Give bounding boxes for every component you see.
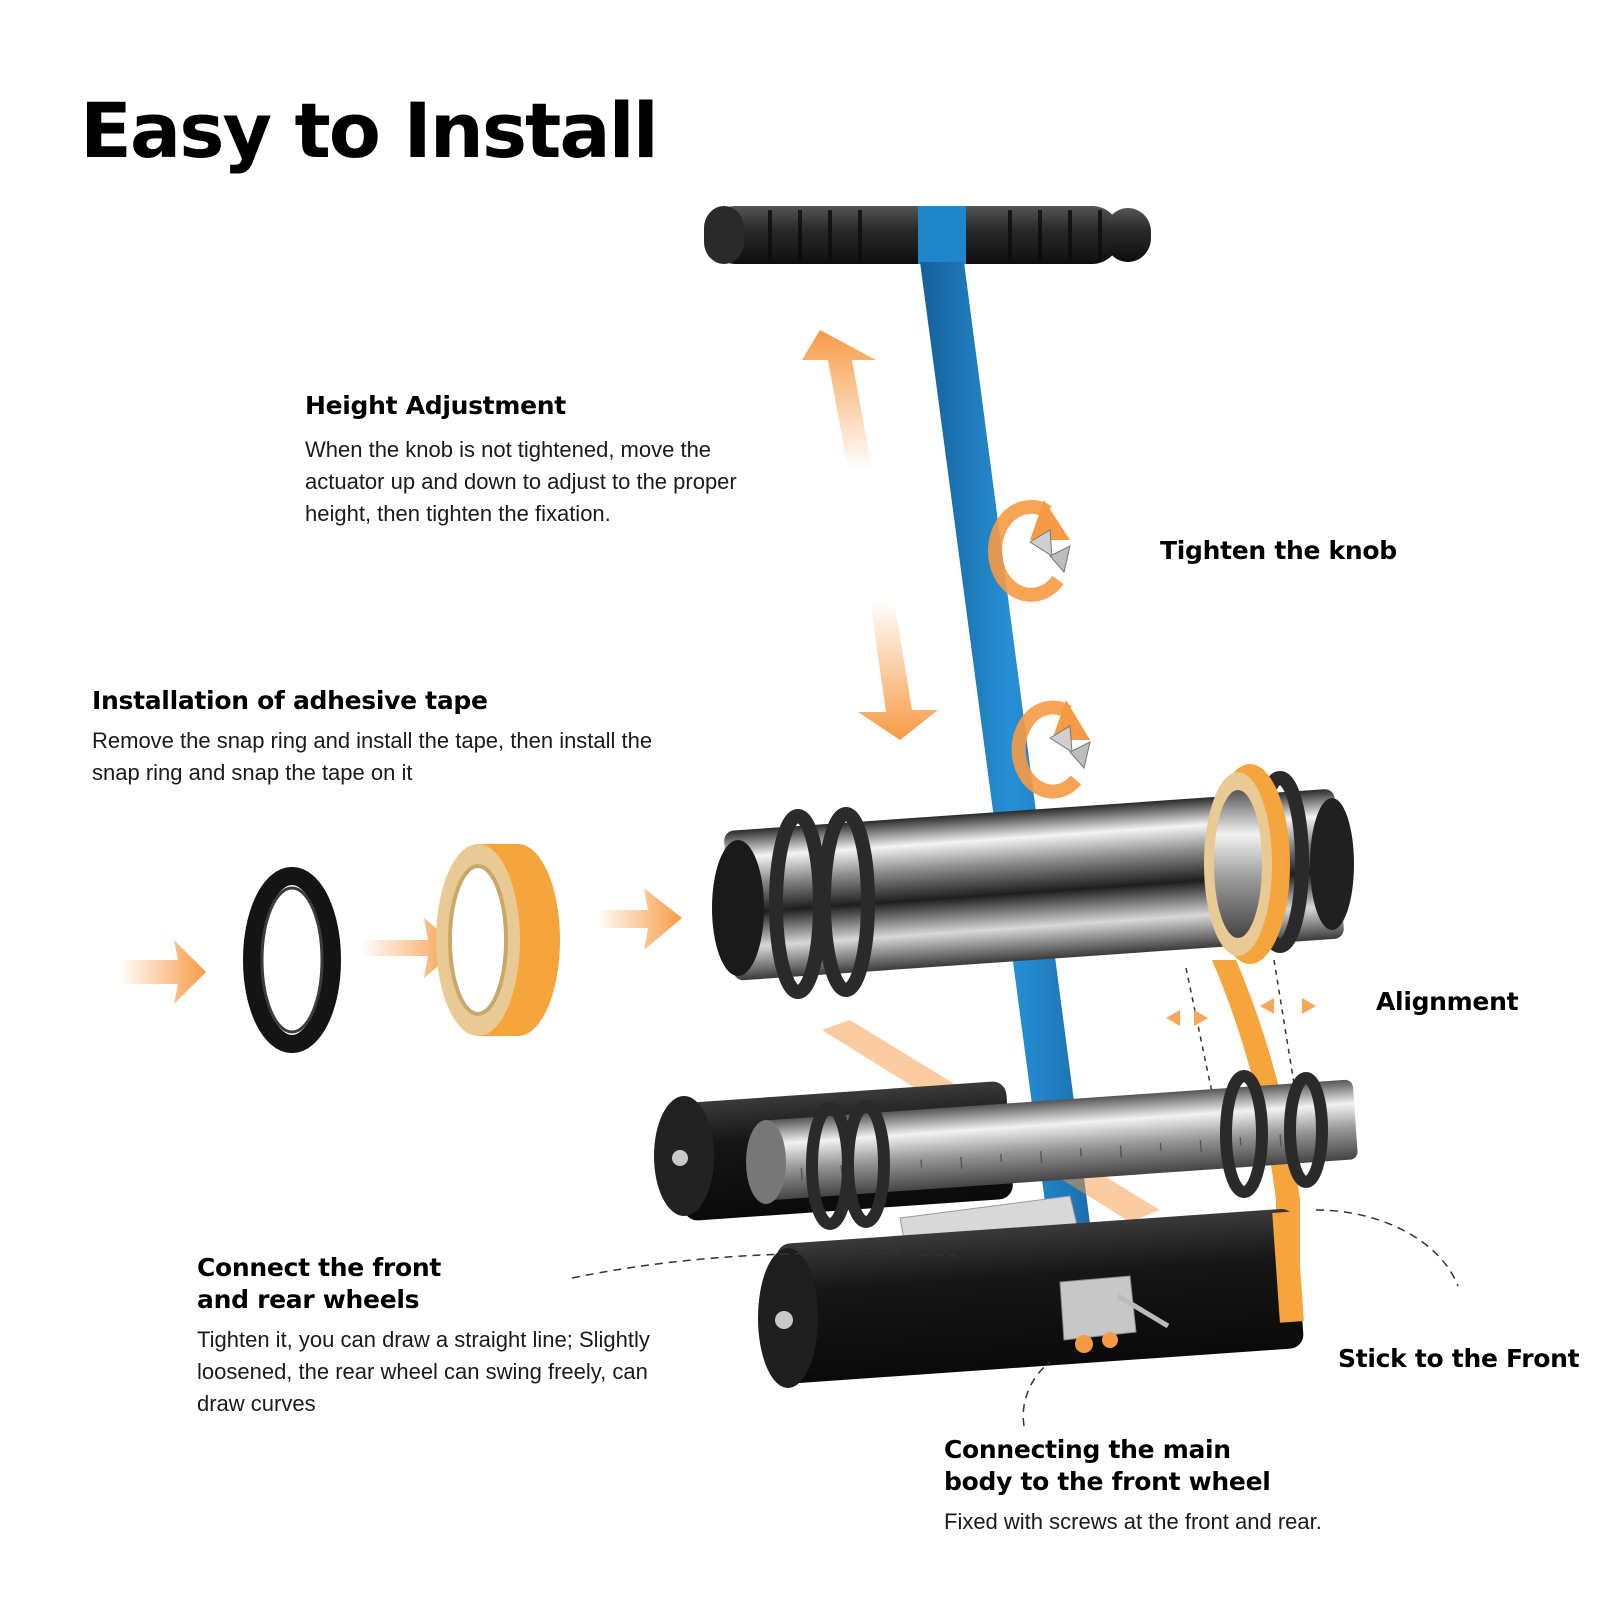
- front-roller: [758, 1208, 1304, 1388]
- main-body-section: Connecting the main body to the front wh…: [944, 1434, 1484, 1538]
- adhesive-tape-heading: Installation of adhesive tape: [92, 686, 488, 715]
- connect-wheels-section: Connect the front and rear wheels Tighte…: [197, 1252, 657, 1420]
- height-adjustment-heading: Height Adjustment: [305, 391, 566, 420]
- snap-ring: [243, 867, 341, 1053]
- down-arrow-icon: [858, 600, 938, 740]
- wing-nut-icon: [1029, 529, 1071, 574]
- adhesive-tape-section: Installation of adhesive tape Remove the…: [92, 685, 662, 789]
- right-arrow-icon: [118, 940, 206, 1004]
- page-title: Easy to Install: [80, 86, 659, 175]
- connect-wheels-body: Tighten it, you can draw a straight line…: [197, 1327, 650, 1416]
- connect-wheels-heading: Connect the front and rear wheels: [197, 1253, 441, 1314]
- tape-roll: [436, 844, 560, 1036]
- height-adjustment-body: When the knob is not tightened, move the…: [305, 437, 737, 526]
- main-body-bar: [920, 262, 1100, 1300]
- main-body-body: Fixed with screws at the front and rear.: [944, 1509, 1322, 1534]
- rotate-icon: [1011, 700, 1090, 799]
- right-arrow-icon: [360, 918, 460, 978]
- adhesive-tape-body: Remove the snap ring and install the tap…: [92, 728, 653, 785]
- height-adjustment-section: Height Adjustment When the knob is not t…: [305, 390, 785, 530]
- rotate-icon: [988, 499, 1070, 602]
- alignment-guides: [1185, 959, 1297, 1103]
- tighten-knob-label: Tighten the knob: [1160, 536, 1397, 565]
- stick-front-label: Stick to the Front: [1338, 1344, 1580, 1373]
- handle: [704, 206, 1151, 264]
- up-arrow-icon: [802, 330, 876, 470]
- alignment-arrow-icon: [1166, 998, 1316, 1026]
- wing-nut-icon: [1049, 725, 1091, 770]
- alignment-label: Alignment: [1376, 987, 1519, 1016]
- mount-bracket: [1059, 1275, 1170, 1353]
- right-arrow-icon: [596, 888, 682, 950]
- callout-lines: [571, 1209, 1459, 1427]
- main-body-heading: Connecting the main body to the front wh…: [944, 1435, 1271, 1496]
- upper-axle: [712, 764, 1354, 999]
- lower-axle: [746, 1070, 1358, 1230]
